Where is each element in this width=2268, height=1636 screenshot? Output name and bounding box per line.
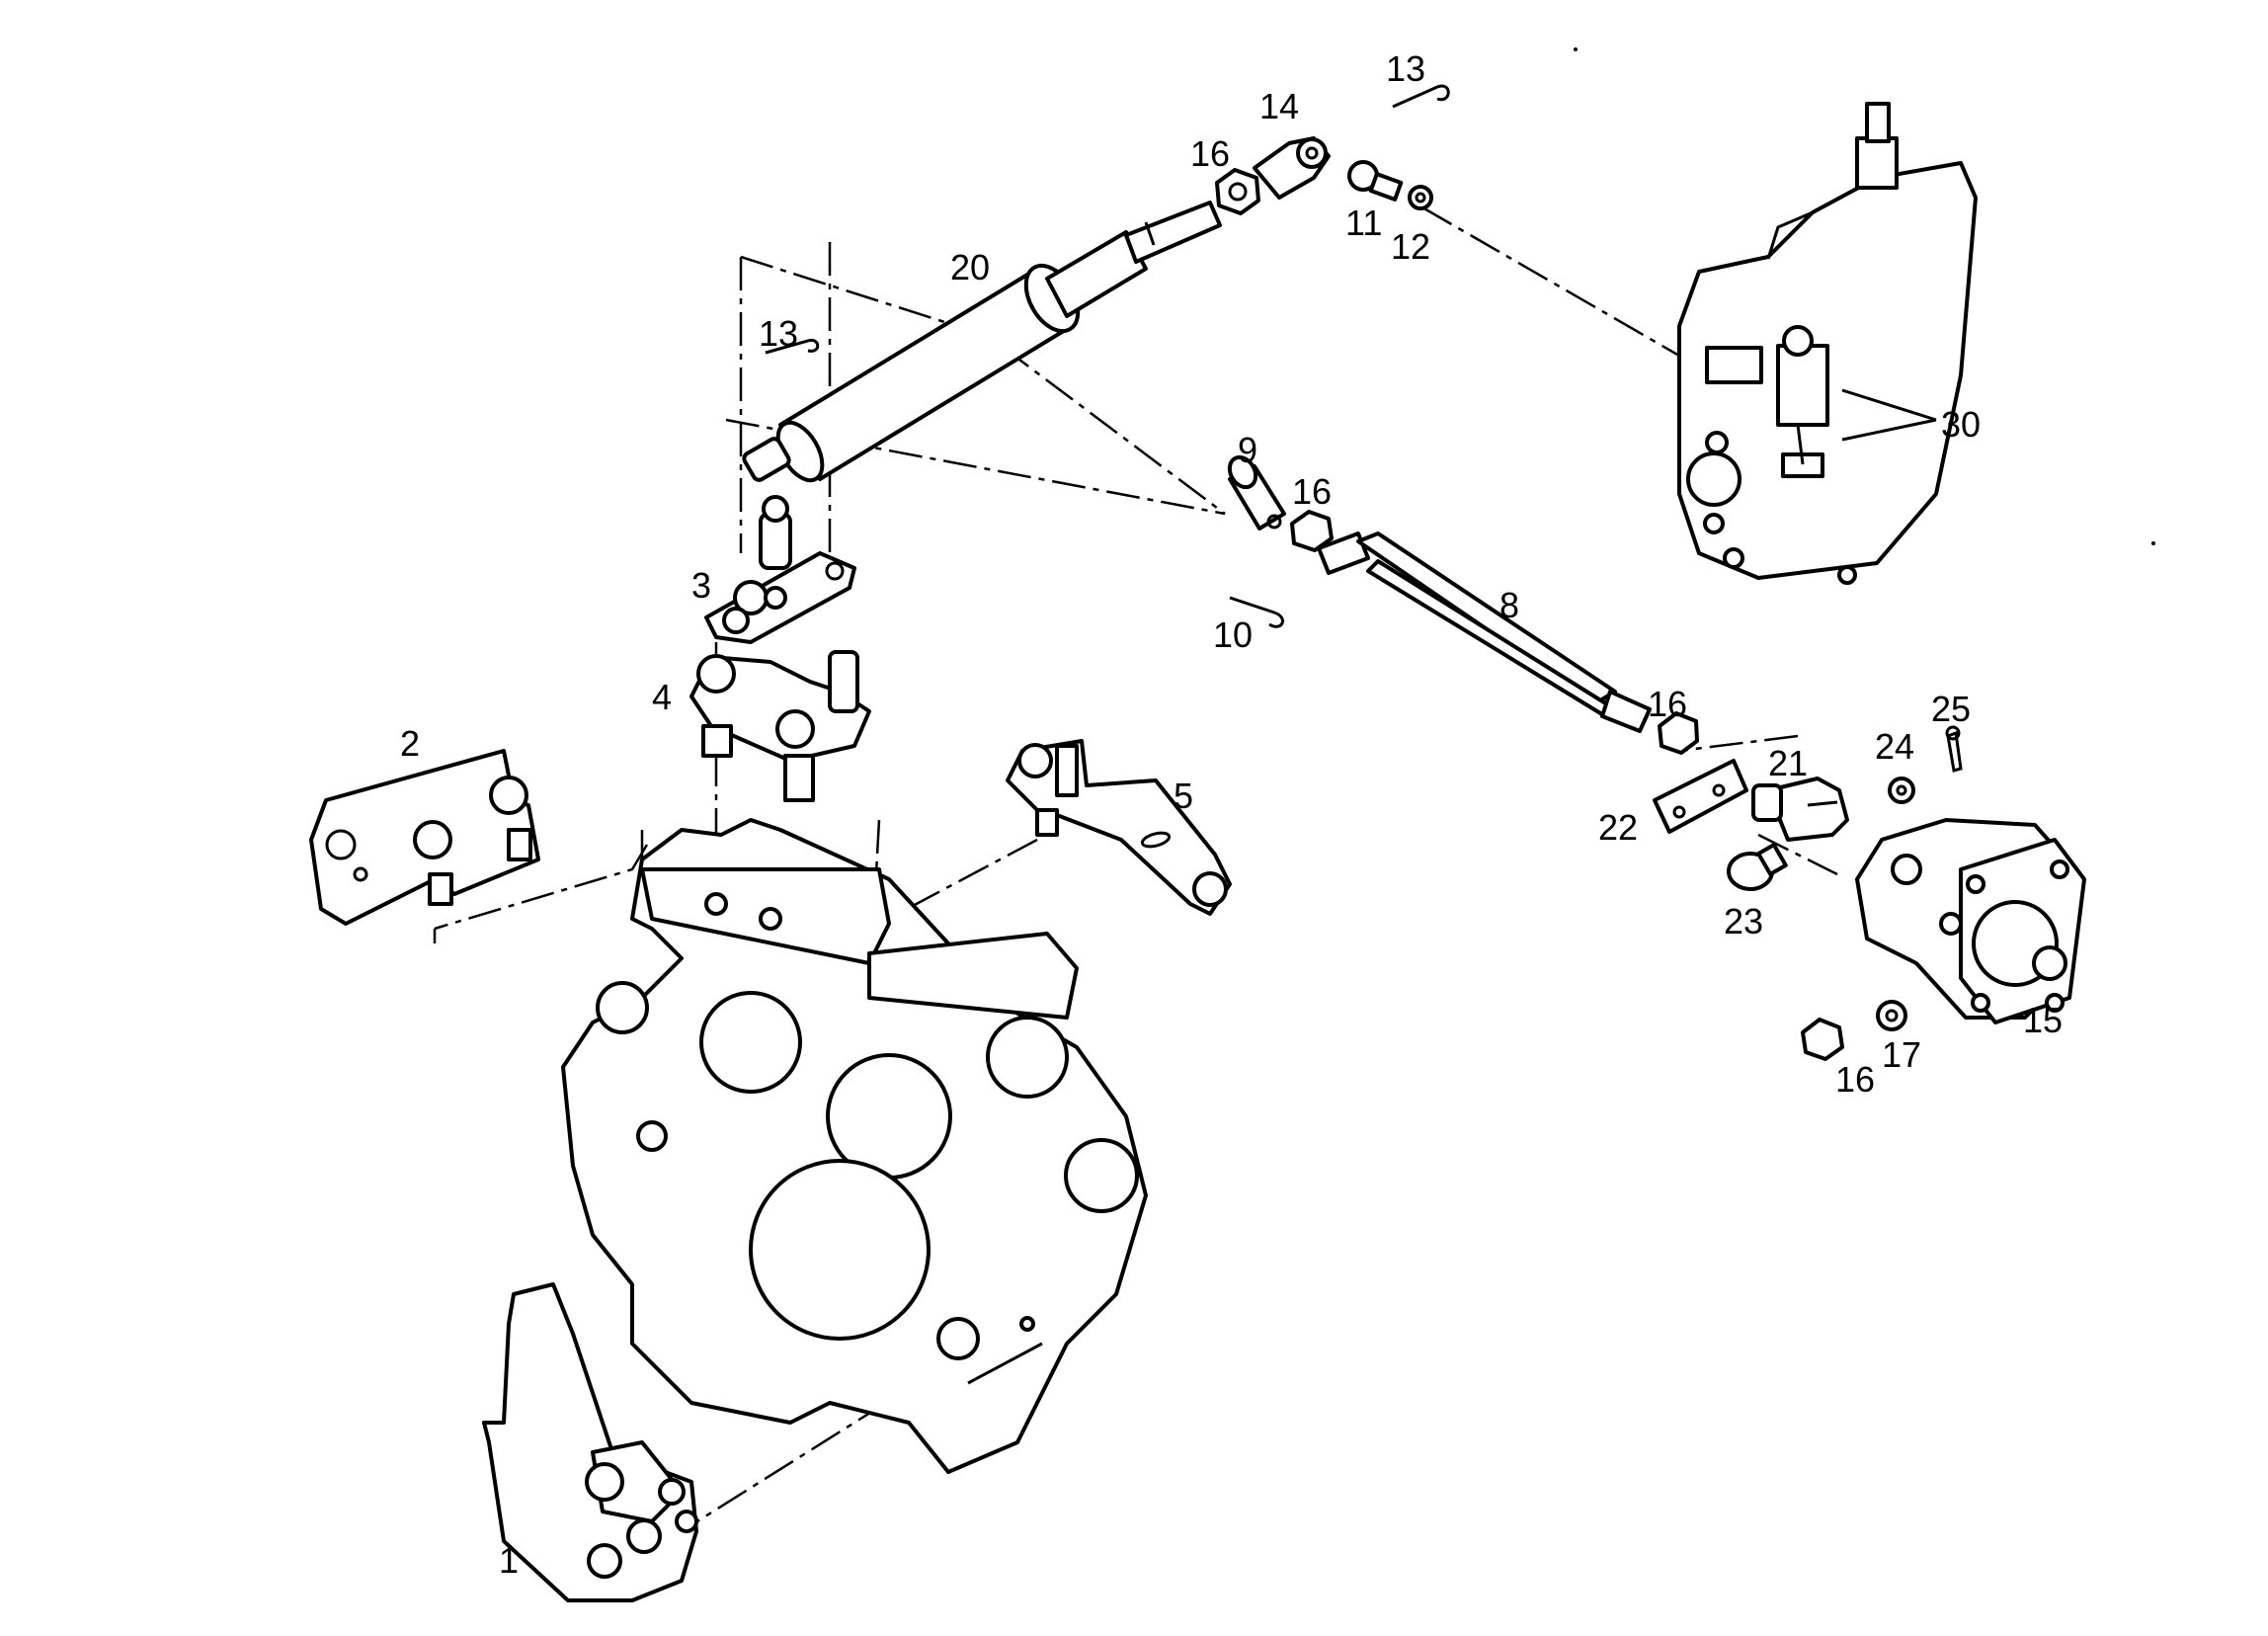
part-13-clip-a [1392,84,1450,109]
callout-21: 21 [1768,743,1808,783]
callout-16c: 16 [1648,684,1687,724]
engine-timing-case [561,818,1148,1474]
scan-dot [1574,47,1578,51]
part-16-nut-a [1215,168,1260,215]
callout-30: 30 [1941,404,1981,445]
callout-11: 11 [1345,203,1382,243]
callout-9: 9 [1238,430,1257,470]
callout-20: 20 [950,247,990,287]
callout-15: 15 [2023,1000,2063,1040]
callout-16d: 16 [1835,1059,1875,1100]
part-15-actuator [1855,818,2086,1024]
callout-25: 25 [1931,689,1971,729]
callout-16b: 16 [1292,471,1332,512]
scan-dot [2151,541,2155,545]
part-16-nut-b [1290,510,1334,552]
part-21-clevis [1751,777,1849,842]
callout-14: 14 [1259,86,1299,126]
part-23-pin [1727,843,1788,891]
callout-23: 23 [1724,901,1763,941]
part-8-rod [1317,532,1652,733]
callout-4: 4 [652,677,672,717]
part-25-cotter-pin [1945,725,1963,773]
callout-10: 10 [1213,614,1253,655]
callout-labels: 13 14 16 11 12 20 13 30 9 16 3 8 10 4 16… [400,48,2063,1581]
callout-8: 8 [1499,585,1519,625]
callout-24: 24 [1875,726,1914,767]
part-12-washer [1408,185,1433,210]
part-2-bracket [309,749,540,926]
part-13-clip-b [765,338,820,355]
part-14-ball-socket [1253,136,1331,200]
part-30-pump-housing [1677,102,1978,585]
callout-30-arrows [1841,388,1937,442]
callout-16a: 16 [1190,133,1230,174]
part-17-washer [1876,1000,1907,1031]
part-5-lever [1006,739,1232,916]
callout-17: 17 [1882,1034,1921,1075]
callout-13b: 13 [759,313,798,354]
part-24-washer [1888,777,1915,804]
part-4-bracket [689,650,871,802]
part-9-sleeve [1227,454,1286,531]
callout-22: 22 [1598,807,1638,848]
callout-3: 3 [691,565,711,606]
callout-5: 5 [1174,776,1193,816]
part-3-bracket [704,495,856,644]
callout-12: 12 [1391,226,1430,267]
part-1-mounting-bracket [482,1282,698,1602]
callout-13a: 13 [1386,48,1425,89]
part-16-nut-d [1801,1018,1844,1061]
part-16-nut-c [1658,711,1699,755]
part-22-plate [1653,759,1748,834]
callout-1: 1 [499,1540,519,1581]
part-10-clip [1229,596,1284,628]
part-20-cylinder [742,201,1222,483]
callout-2: 2 [400,723,420,764]
part-11-ball-stud [1347,160,1404,202]
